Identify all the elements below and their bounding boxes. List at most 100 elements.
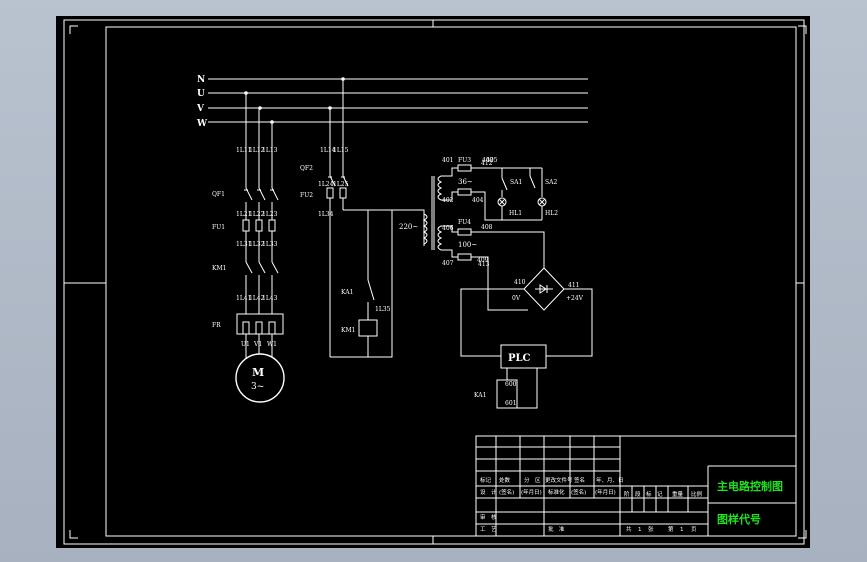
wire-label-401: 401 [442, 157, 453, 164]
tb-r1-c1: 标记 [480, 476, 492, 484]
zero-v-label: 0V [512, 295, 521, 302]
wire-label-l21: 1L21 [236, 211, 251, 218]
tb-stage-4: 记 [657, 491, 663, 498]
tb-r2-c3: (年月日) [521, 488, 542, 496]
frame-tick-marks [64, 20, 807, 544]
plus-24v-label: +24V [566, 295, 584, 302]
sa1-label: SA1 [510, 179, 522, 186]
fu3-label: FU3 [458, 157, 471, 164]
plc-box [500, 344, 547, 369]
tb-sheet-1: 共 [626, 525, 632, 533]
ctrl-wire-label-1: 1L14 [320, 147, 336, 154]
wire-label-413: 413 [478, 261, 490, 268]
motor-symbol [235, 353, 285, 403]
bus-label-v: V [196, 104, 205, 114]
wire-label-l42: 1L42 [249, 295, 265, 302]
wire-label-u1: U1 [241, 341, 250, 348]
wire-label-l12: 1L12 [249, 147, 265, 154]
ka1-contact-wire-label: 1L35 [375, 306, 391, 313]
tb-r2-c1: 设 计 [480, 488, 497, 496]
tb-r2-c2: (签名) [499, 488, 514, 496]
fu4-label: FU4 [458, 219, 471, 226]
tb-stage-3: 标 [646, 490, 652, 498]
wire-label-406: 406 [442, 225, 454, 232]
wire-label-600: 600 [505, 381, 517, 388]
bus-label-w: W [196, 119, 208, 129]
main-circuit: 1L11 1L12 1L13 QF1 1L21 1L22 1L23 FU1 1L… [212, 93, 285, 403]
ctrl-wire-label-3: 1L24 [318, 181, 334, 188]
tb-r1-c4: 更改文件号 [545, 476, 573, 484]
wire-label-405: 405 [486, 157, 498, 164]
tb-r2-c5: (签名) [571, 488, 586, 496]
ka1-relay-label: KA1 [474, 392, 486, 399]
wire-label-l31: 1L31 [236, 241, 251, 248]
control-circuit: 1L14 1L15 QF2 1L24 1L25 FU2 1L34 220~ KA… [300, 79, 435, 358]
sa2-label: SA2 [545, 179, 557, 186]
tb-r1-c6: 年、月、日 [596, 476, 624, 484]
wire-label-w1: W1 [267, 341, 277, 348]
bus-label-u: U [197, 89, 205, 99]
wire-label-409: 409 [477, 257, 489, 264]
ctrl-wire-label-4: 1L25 [333, 181, 349, 188]
tb-r2-c6: (年月日) [595, 488, 616, 496]
wire-label-l43: 1L43 [262, 295, 278, 302]
wire-label-411: 411 [568, 282, 579, 289]
bus-label-n: N [197, 75, 205, 85]
tb-stage-1: 阶 [624, 490, 630, 498]
hl1-label: HL1 [509, 210, 522, 217]
tb-process: 工 艺 [480, 526, 497, 533]
drawing-title: 主电路控制图 [717, 479, 783, 493]
wire-label-l33: 1L33 [262, 241, 278, 248]
fr-label: FR [212, 322, 221, 329]
sheet-border [63, 19, 805, 545]
wire-label-l22: 1L22 [249, 211, 265, 218]
wire-label-410: 410 [514, 279, 526, 286]
ka1-contact-label: KA1 [341, 289, 353, 296]
tb-r1-c2: 处数 [499, 476, 511, 484]
wire-label-l32: 1L32 [249, 241, 265, 248]
hl2-label: HL2 [545, 210, 558, 217]
tb-sheet-4: 第 [668, 525, 674, 533]
drawing-frame [105, 26, 797, 537]
tb-approve: 批 准 [548, 525, 565, 533]
voltage-36-label: 36~ [458, 178, 473, 186]
wire-label-407: 407 [442, 260, 454, 267]
voltage-220-label: 220~ [399, 223, 418, 231]
wire-label-412: 412 [481, 160, 493, 167]
plc-label: PLC [508, 353, 531, 364]
wire-label-403: 403 [482, 157, 494, 164]
tb-stage-2: 段 [635, 490, 641, 498]
tb-stage-6: 比例 [691, 490, 703, 498]
tb-sheet-5: 1 [680, 527, 684, 533]
motor-label: M [252, 366, 264, 379]
tb-r1-c5: 签名 [574, 476, 585, 484]
drawing-sheet [56, 16, 810, 548]
drawing-code: 图样代号 [717, 512, 761, 526]
tb-r2-c4: 标准化 [548, 488, 565, 496]
ctrl-wire-label-5: 1L34 [318, 211, 334, 218]
tb-sheet-3: 张 [648, 525, 654, 533]
wire-label-601: 601 [505, 400, 516, 407]
wire-label-l23: 1L23 [262, 211, 278, 218]
qf1-label: QF1 [212, 191, 225, 198]
voltage-100-label: 100~ [458, 241, 477, 249]
tb-sheet-6: 页 [691, 526, 697, 533]
fu2-label: FU2 [300, 192, 313, 199]
rectifier-bridge [523, 267, 565, 311]
qf2-label: QF2 [300, 165, 313, 172]
motor-phase-label: 3~ [251, 382, 264, 392]
km1-label: KM1 [212, 265, 226, 272]
wire-label-v1: V1 [253, 341, 262, 348]
transformer-circuit: 401 402 406 407 FU3 403 36~ 404 SA1 HL1 … [437, 157, 593, 409]
tb-review: 审 核 [480, 513, 497, 521]
ctrl-wire-label-2: 1L15 [333, 147, 349, 154]
km1-coil-label: KM1 [341, 327, 355, 334]
tb-r1-c3: 分 区 [524, 476, 541, 484]
tb-stage-5: 重量 [672, 490, 684, 498]
tb-sheet-2: 1 [638, 527, 642, 533]
ka1-relay-coil [496, 379, 518, 409]
wire-label-l13: 1L13 [262, 147, 278, 154]
fu1-label: FU1 [212, 224, 225, 231]
title-block: 标记 处数 分 区 更改文件号 签名 年、月、日 设 计 (签名) (年月日) … [475, 435, 797, 537]
